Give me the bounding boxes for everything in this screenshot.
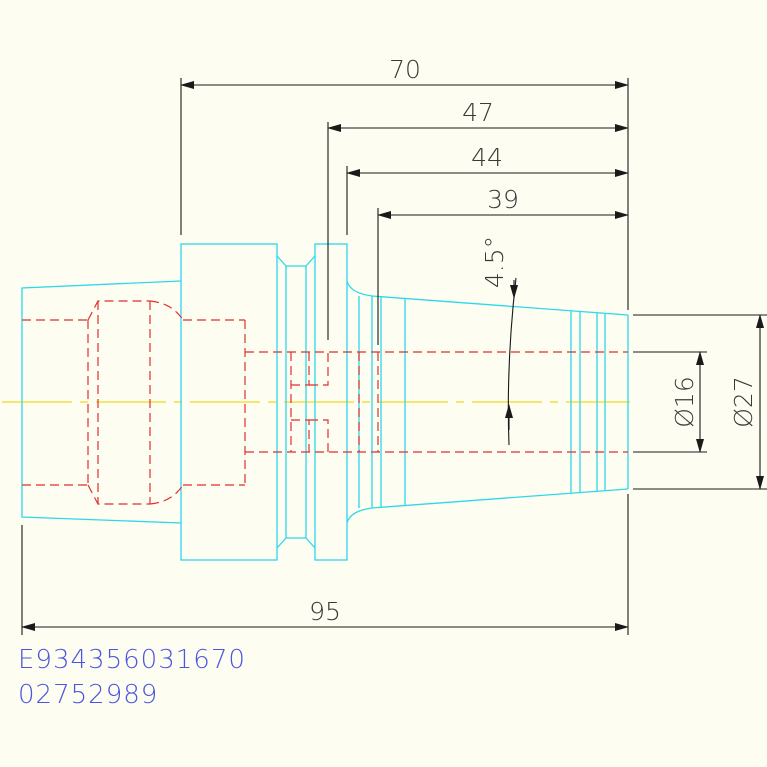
dim-label-70: 70 xyxy=(389,55,421,84)
dim-label-44: 44 xyxy=(471,143,503,172)
hidden-lines xyxy=(22,300,628,505)
part-outline xyxy=(21,243,629,561)
dim-label-95: 95 xyxy=(309,597,341,626)
dim-label-dia27: Ø27 xyxy=(729,376,758,428)
part-code-secondary: 02752989 xyxy=(18,680,159,710)
dim-label-dia16: Ø16 xyxy=(670,376,699,428)
dim-label-47: 47 xyxy=(462,98,494,127)
dim-label-angle: 4.5° xyxy=(480,236,509,288)
dim-label-39: 39 xyxy=(487,185,519,214)
part-code-primary: E934356031670 xyxy=(18,645,246,675)
dimension-lines xyxy=(21,78,767,635)
